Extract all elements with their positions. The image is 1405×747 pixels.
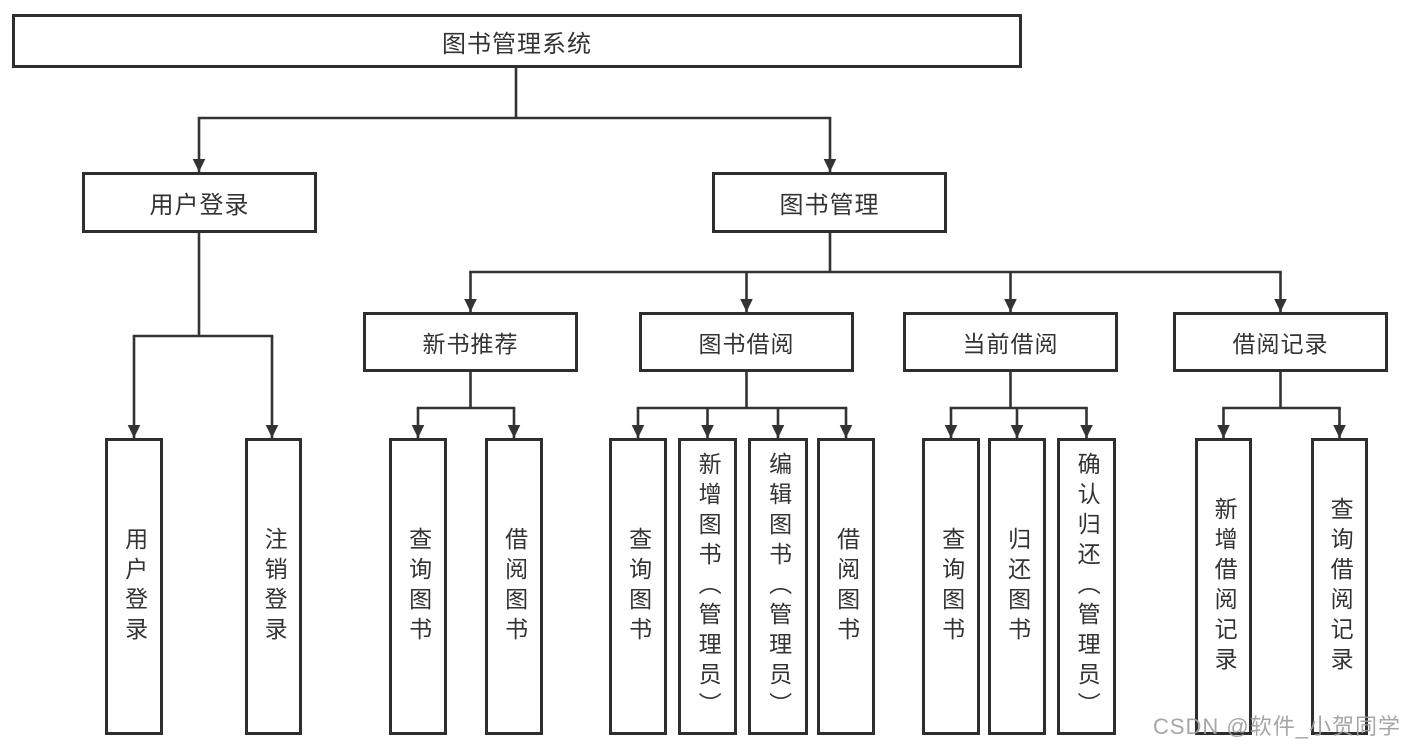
node-current-borrowing: 当前借阅 <box>903 312 1118 372</box>
leaf-user-login-label: 用户登录 <box>121 526 148 647</box>
leaf-cb-return-book: 归还图书 <box>988 438 1046 735</box>
leaf-logout: 注销登录 <box>245 438 302 735</box>
leaf-bb-add-book-admin: 新增图书（管理员） <box>678 438 737 735</box>
leaf-nb-query-book-label: 查询图书 <box>405 526 432 647</box>
leaf-bb-borrow-book: 借阅图书 <box>817 438 875 735</box>
csdn-watermark: CSDN @软件_小贺同学 <box>1152 714 1401 739</box>
leaf-bb-edit-book-admin-label: 编辑图书（管理员） <box>765 451 792 722</box>
node-borrowing-records: 借阅记录 <box>1173 312 1388 372</box>
leaf-bb-query-book: 查询图书 <box>609 438 667 735</box>
leaf-bb-add-book-admin-label: 新增图书（管理员） <box>695 451 722 722</box>
leaf-nb-borrow-book: 借阅图书 <box>485 438 543 735</box>
leaf-br-add-borrow-record-label: 新增借阅记录 <box>1211 496 1238 677</box>
node-new-book-recommendation: 新书推荐 <box>363 312 578 372</box>
node-book-borrowing: 图书借阅 <box>639 312 854 372</box>
leaf-bb-query-book-label: 查询图书 <box>625 526 652 647</box>
leaf-user-login: 用户登录 <box>105 438 163 735</box>
node-book-management: 图书管理 <box>712 172 947 233</box>
leaf-bb-edit-book-admin: 编辑图书（管理员） <box>748 438 808 735</box>
leaf-cb-query-book: 查询图书 <box>922 438 980 735</box>
leaf-cb-confirm-return-admin-label: 确认归还（管理员） <box>1074 451 1101 722</box>
leaf-nb-query-book: 查询图书 <box>389 438 447 735</box>
leaf-cb-return-book-label: 归还图书 <box>1004 526 1031 647</box>
leaf-bb-borrow-book-label: 借阅图书 <box>833 526 860 647</box>
leaf-br-query-borrow-record-label: 查询借阅记录 <box>1327 496 1354 677</box>
node-user-login: 用户登录 <box>82 172 317 233</box>
leaf-br-add-borrow-record: 新增借阅记录 <box>1195 438 1252 735</box>
leaf-logout-label: 注销登录 <box>261 526 288 647</box>
leaf-cb-query-book-label: 查询图书 <box>938 526 965 647</box>
leaf-nb-borrow-book-label: 借阅图书 <box>501 526 528 647</box>
node-library-management-system: 图书管理系统 <box>12 14 1022 68</box>
leaf-cb-confirm-return-admin: 确认归还（管理员） <box>1057 438 1116 735</box>
leaf-br-query-borrow-record: 查询借阅记录 <box>1311 438 1368 735</box>
